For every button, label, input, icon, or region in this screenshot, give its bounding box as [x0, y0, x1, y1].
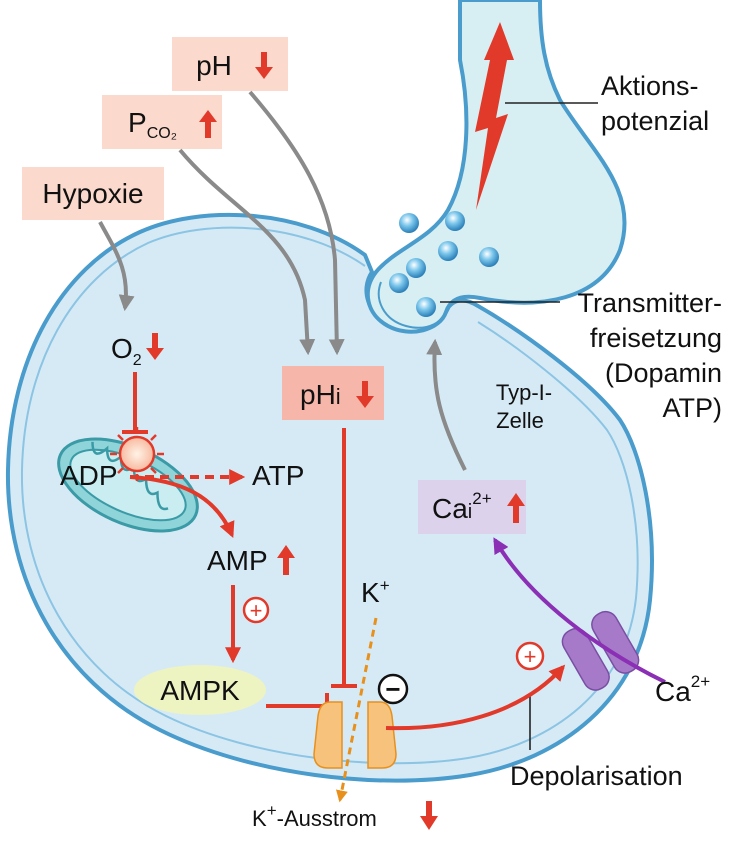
down-arrow-icon [420, 801, 438, 830]
vesicle [438, 241, 458, 261]
hypoxie-label: Hypoxie [42, 178, 143, 209]
o2-label: O2 [111, 333, 142, 369]
sun-icon [110, 427, 164, 481]
depolarisation-label: Depolarisation [510, 761, 683, 791]
transmitter-label-2: freisetzung [590, 323, 722, 353]
aktionspotenzial-label-1: Aktions- [601, 71, 699, 101]
transmitter-label-1: Transmitter- [577, 288, 722, 318]
plus-sign-icon: + [515, 641, 545, 671]
ph-box: pH [172, 37, 288, 91]
svg-text:+: + [524, 644, 537, 669]
pco2-label: PCO₂ [128, 107, 177, 142]
nerve-terminal [366, 0, 627, 334]
up-arrow-icon [277, 545, 295, 575]
up-arrow-icon [507, 493, 525, 523]
adp-to-amp-arrow [129, 475, 235, 538]
minus-sign-icon: − [377, 673, 409, 705]
svg-text:−: − [385, 674, 400, 704]
vesicle [479, 247, 499, 267]
transmitter-label-4: ATP) [663, 393, 723, 423]
ph-label: pH [196, 50, 232, 81]
ca-label: Ca2+ [655, 672, 710, 707]
adp-label: ADP [60, 460, 118, 491]
phi-box: pHi [282, 366, 384, 420]
phi-label: pHi [300, 379, 341, 410]
hypoxie-box: Hypoxie [22, 167, 164, 220]
down-arrow-icon [255, 52, 273, 79]
vesicle [416, 297, 436, 317]
vesicle [399, 213, 419, 233]
vesicle [445, 211, 465, 231]
k-efflux-label: K+-Ausstrom [252, 801, 377, 831]
vesicle [389, 273, 409, 293]
ampk-ellipse: AMPK [134, 665, 266, 715]
atp-label: ATP [252, 460, 304, 491]
cell-type-label-2: Zelle [496, 408, 544, 433]
up-arrow-icon [199, 110, 217, 138]
amp-label: AMP [207, 545, 268, 576]
cai-label: Cai2+ [432, 489, 492, 524]
calcium-influx-arrow [493, 537, 666, 684]
k-efflux-arrow [335, 617, 378, 803]
aktionspotenzial-label-2: potenzial [601, 106, 709, 136]
pco2-box: PCO₂ [102, 95, 222, 149]
potassium-channel-icon [313, 701, 397, 769]
plus-sign-icon: + [242, 596, 270, 624]
calcium-channel-icon [561, 610, 640, 691]
transmitter-label-3: (Dopamin [605, 358, 722, 388]
transmitter-vesicles [389, 211, 499, 317]
input-arrows [98, 90, 467, 471]
svg-text:+: + [250, 598, 263, 623]
down-arrow-icon [356, 381, 374, 408]
depolarisation-arrow [385, 664, 566, 731]
k-label: K+ [361, 576, 390, 608]
vesicle [406, 258, 426, 278]
cell-type-label-1: Typ-I- [496, 380, 552, 405]
cai-box: Cai2+ [418, 480, 526, 534]
ampk-label: AMPK [160, 675, 240, 706]
down-arrow-icon [146, 333, 164, 360]
action-potential-arrow [475, 22, 514, 210]
